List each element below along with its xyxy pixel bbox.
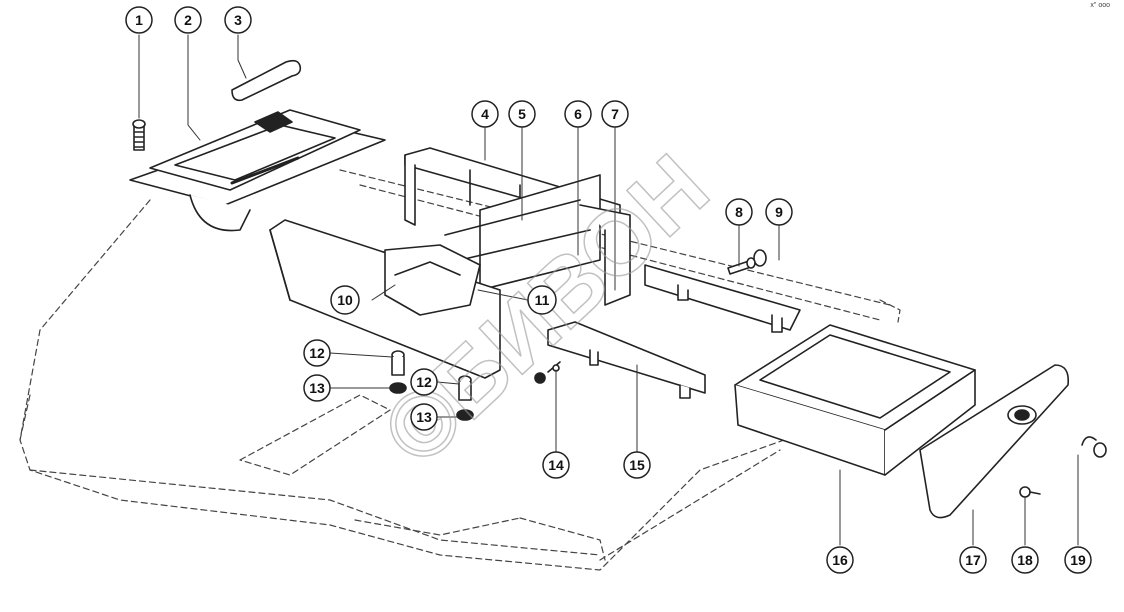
part-1-screw — [132, 119, 146, 151]
callout-13a: 13 — [303, 374, 331, 402]
callout-7: 7 — [601, 100, 629, 128]
callout-5: 5 — [508, 100, 536, 128]
part-12-13-bolts — [389, 350, 474, 421]
callout-12a-label: 12 — [309, 345, 325, 361]
part-15-rail — [547, 321, 706, 399]
callout-12b: 12 — [410, 368, 438, 396]
callout-4: 4 — [471, 100, 499, 128]
callout-2: 2 — [174, 6, 202, 34]
callout-5-label: 5 — [518, 106, 526, 122]
callout-6: 6 — [564, 100, 592, 128]
callout-14: 14 — [542, 451, 570, 479]
part-8-bolt — [727, 249, 767, 275]
callout-1: 1 — [125, 6, 153, 34]
callout-6-label: 6 — [574, 106, 582, 122]
callout-16: 16 — [826, 546, 854, 574]
callout-8: 8 — [725, 198, 753, 226]
callout-group: 1 2 3 4 5 6 7 8 9 10 11 12 13 12 13 14 1… — [125, 6, 1092, 574]
callout-3: 3 — [224, 6, 252, 34]
callout-14-label: 14 — [548, 457, 564, 473]
corner-mark: x" ooo — [1090, 2, 1110, 9]
callout-10-label: 10 — [337, 292, 353, 308]
part-18-screw — [1019, 486, 1041, 498]
part-17-panel — [919, 364, 1070, 519]
callout-8-label: 8 — [735, 204, 743, 220]
callout-12a: 12 — [303, 339, 331, 367]
callout-15-label: 15 — [629, 457, 645, 473]
part-3-wrench — [231, 59, 302, 102]
part-16-box — [734, 324, 976, 476]
callout-17-label: 17 — [965, 552, 981, 568]
part-10-11-mount-box — [269, 219, 501, 379]
part-2-tray — [129, 109, 386, 232]
part-4-frame — [404, 147, 631, 306]
callout-18-label: 18 — [1017, 552, 1033, 568]
callout-9-label: 9 — [775, 204, 783, 220]
callout-7-label: 7 — [611, 106, 619, 122]
callout-10: 10 — [330, 285, 360, 315]
callout-19-label: 19 — [1070, 552, 1086, 568]
callout-3-label: 3 — [234, 12, 242, 28]
part-14-bolt — [534, 361, 561, 384]
callout-4-label: 4 — [481, 106, 489, 122]
callout-11: 11 — [527, 285, 557, 315]
callout-19: 19 — [1064, 546, 1092, 574]
callout-13b: 13 — [410, 403, 438, 431]
callout-1-label: 1 — [135, 12, 143, 28]
callout-2-label: 2 — [184, 12, 192, 28]
callout-17: 17 — [959, 546, 987, 574]
callout-16-label: 16 — [832, 552, 848, 568]
callout-15: 15 — [623, 451, 651, 479]
callout-18: 18 — [1011, 546, 1039, 574]
callout-9: 9 — [765, 198, 793, 226]
part-9-rail — [644, 264, 801, 333]
callout-13a-label: 13 — [309, 380, 325, 396]
callout-12b-label: 12 — [416, 374, 432, 390]
leader-lines — [138, 34, 1079, 546]
callout-13b-label: 13 — [416, 409, 432, 425]
part-19-knob — [1081, 436, 1107, 458]
callout-11-label: 11 — [535, 292, 550, 308]
